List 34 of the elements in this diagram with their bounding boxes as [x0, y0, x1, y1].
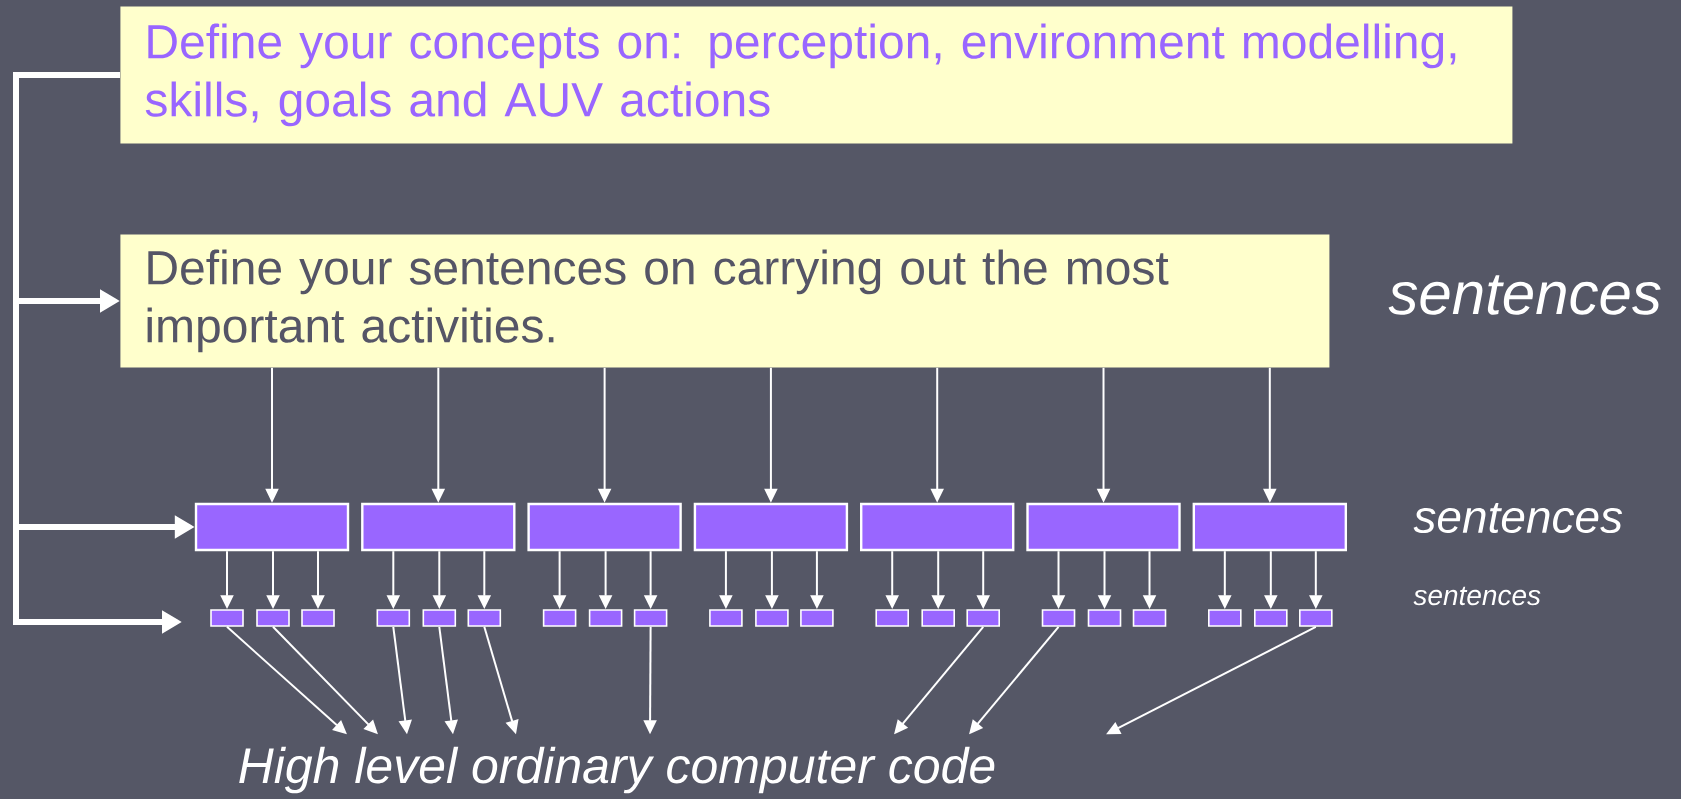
sentence-box [527, 502, 682, 552]
sub-sentence-box [1208, 609, 1242, 627]
sub-sentence-box [800, 609, 834, 627]
sub-sentence-box [588, 609, 623, 627]
sentence-box [194, 502, 350, 552]
sub-sentence-box [542, 609, 577, 627]
side-label: sentences [1388, 275, 1661, 315]
side-label: sentences [1413, 502, 1623, 534]
sub-sentence-box [256, 609, 290, 627]
sub-sentence-box [210, 609, 244, 627]
text-box: Define your sentences on carrying out the most important activities. [120, 234, 1330, 368]
sub-sentence-box [1254, 609, 1288, 627]
sub-sentence-box [1087, 609, 1122, 627]
sub-sentence-box [709, 609, 743, 627]
sub-sentence-box [1132, 609, 1167, 627]
sub-sentence-box [921, 609, 955, 627]
sub-sentence-box [875, 609, 909, 627]
sentence-box [361, 502, 516, 552]
sub-sentence-box [422, 609, 457, 627]
sentence-box [860, 502, 1015, 552]
sub-sentence-box [966, 609, 1000, 627]
sentence-box [693, 502, 849, 552]
sub-sentence-box [1041, 609, 1076, 627]
sentence-box [1192, 502, 1347, 552]
sub-sentence-box [633, 609, 668, 627]
sub-sentence-box [301, 609, 335, 627]
text-box: Define your concepts on: perception, environment modelling, skills, goals and AUV actions [120, 6, 1513, 144]
side-label: sentences [1413, 586, 1541, 606]
sub-sentence-box [467, 609, 502, 627]
sub-sentence-box [376, 609, 411, 627]
code-label: High level ordinary computer code [239, 746, 995, 794]
sub-sentence-box [1299, 609, 1333, 627]
sub-sentence-box [755, 609, 789, 627]
sentence-box [1026, 502, 1181, 552]
